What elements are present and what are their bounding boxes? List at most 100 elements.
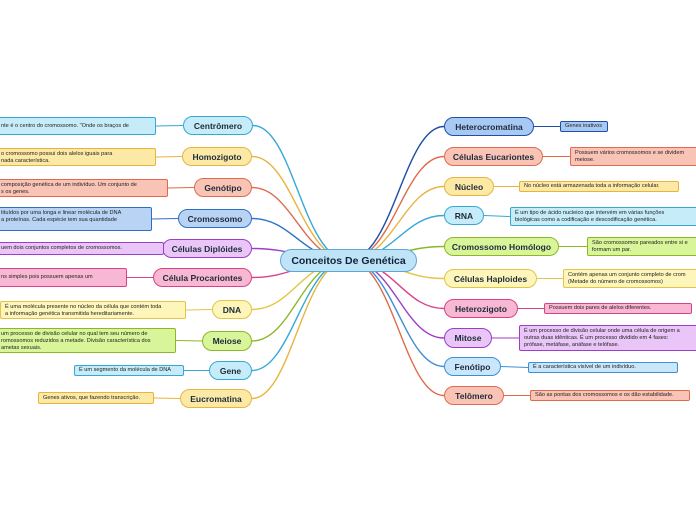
- connector-centromero: [252, 124, 349, 261]
- note-text-line: biológicas como a codificação e descodif…: [515, 217, 657, 223]
- topic-celulas-haploides[interactable]: Células Haploides: [444, 269, 537, 288]
- note-text-line: Genes inativos: [565, 123, 603, 129]
- topic-label: Célula Procariontes: [162, 272, 243, 283]
- topic-label: Células Haploides: [453, 273, 528, 284]
- topic-label: Gene: [219, 365, 242, 376]
- topic-genotipo[interactable]: Genótipo: [194, 178, 252, 197]
- note-connector-genotipo: [167, 187, 195, 189]
- topic-homozigoto[interactable]: Homozigoto: [182, 147, 252, 166]
- note-heterozigoto[interactable]: Possuem dois pares de alelos diferentes.: [544, 303, 692, 314]
- topic-eucromatina[interactable]: Eucromatina: [180, 389, 252, 408]
- topic-label: Fenótipo: [454, 361, 491, 372]
- note-connector-fenotipo: [500, 366, 529, 368]
- topic-fenotipo[interactable]: Fenótipo: [444, 357, 501, 376]
- note-text-line: Possuem dois pares de alelos diferentes.: [549, 305, 652, 311]
- topic-mitose[interactable]: Mitose: [444, 328, 492, 348]
- note-connector-cromossomo: [151, 218, 179, 220]
- connector-celulas-eucariontes: [347, 155, 445, 261]
- note-text-line: formam um par.: [592, 247, 632, 253]
- topic-heterocromatina[interactable]: Heterocromatina: [444, 117, 534, 136]
- note-text-line: um processo de divisão celular no qual t…: [1, 331, 148, 337]
- note-dna[interactable]: É uma molécula presente no núcleo da cél…: [0, 301, 186, 319]
- topic-label: Heterozigoto: [455, 303, 507, 314]
- note-telomero[interactable]: São as pontas dos cromossomos e os dão e…: [530, 390, 690, 401]
- note-text-line: É uma molécula presente no núcleo da cél…: [5, 304, 162, 310]
- connector-eucromatina: [251, 259, 349, 400]
- topic-heterozigoto[interactable]: Heterozigoto: [444, 299, 518, 318]
- connector-telomero: [347, 259, 445, 397]
- note-connector-eucromatina: [153, 397, 181, 399]
- note-text-line: o cromossomo possui dois alelos iguais p…: [1, 151, 113, 157]
- note-mitose[interactable]: É um processo de divisão celular onde um…: [519, 325, 696, 351]
- central-topic[interactable]: Conceitos De Genética: [280, 249, 417, 272]
- note-connector-homozigoto: [155, 156, 183, 158]
- topic-label: Cromossomo: [187, 213, 243, 224]
- topic-dna[interactable]: DNA: [212, 300, 252, 319]
- note-fenotipo[interactable]: É a característica visível de um indivíd…: [528, 362, 678, 373]
- note-cromossomo[interactable]: tituídos por uma longa e linear molécula…: [0, 207, 152, 231]
- note-text-line: É um segmento da molécula de DNA: [79, 367, 172, 373]
- note-genotipo[interactable]: composição genética de um indivíduo. Um …: [0, 179, 168, 197]
- topic-label: RNA: [454, 210, 474, 221]
- note-text-line: romossomos reduzidos a metade. Divisão c…: [1, 338, 151, 344]
- topic-label: Eucromatina: [190, 393, 242, 404]
- topic-label: Meiose: [212, 336, 242, 346]
- topic-centromero[interactable]: Centrômero: [183, 116, 253, 135]
- note-text-line: ametas sexuais.: [1, 345, 42, 351]
- note-heterocromatina[interactable]: Genes inativos: [560, 121, 608, 132]
- topic-label: Cromossomo Homólogo: [451, 241, 552, 252]
- note-text-line: No núcleo está armazenada toda a informa…: [524, 183, 660, 189]
- note-text-line: (Metade do número de cromossomos): [568, 279, 663, 285]
- note-connector-dna: [185, 309, 213, 311]
- note-text-line: É a característica visível de um indivíd…: [533, 364, 636, 370]
- note-nucleo[interactable]: No núcleo está armazenada toda a informa…: [519, 181, 679, 192]
- note-text-line: Contém apenas um conjunto completo de cr…: [568, 272, 686, 278]
- note-text-line: nada característica.: [1, 158, 50, 164]
- connector-homozigoto: [251, 155, 349, 261]
- note-homozigoto[interactable]: o cromossomo possui dois alelos iguais p…: [0, 148, 156, 166]
- note-eucromatina[interactable]: Genes ativos, que fazendo transcrição.: [38, 392, 154, 404]
- topic-label: Mitose: [454, 333, 482, 343]
- note-text-line: a informação genética transmitida heredi…: [5, 311, 135, 317]
- note-text-line: meiose.: [575, 157, 595, 163]
- note-rna[interactable]: É um tipo de ácido nucleico que intervém…: [510, 207, 696, 226]
- topic-celula-procariontes[interactable]: Célula Procariontes: [153, 268, 252, 287]
- note-celulas-haploides[interactable]: Contém apenas um conjunto completo de cr…: [563, 269, 696, 288]
- topic-label: Telômero: [455, 390, 493, 401]
- topic-telomero[interactable]: Telômero: [444, 386, 504, 405]
- note-text-line: outras duas idênticas. É um processo div…: [524, 335, 669, 341]
- topic-label: DNA: [222, 304, 242, 315]
- topic-cromossomo[interactable]: Cromossomo: [178, 209, 252, 228]
- note-meiose[interactable]: um processo de divisão celular no qual t…: [0, 328, 176, 353]
- topic-celulas-diploides[interactable]: Células Diplóides: [162, 239, 252, 258]
- note-celulas-diploides[interactable]: uem dois conjuntos completos de cromosso…: [0, 242, 164, 255]
- topic-label: Centrômero: [193, 120, 243, 131]
- note-connector-centromero: [155, 125, 184, 127]
- topic-rna[interactable]: RNA: [444, 206, 484, 225]
- topic-label: Heterocromatina: [455, 121, 523, 132]
- note-text-line: nte é o centro do cromossomo. "Onde os b…: [1, 122, 129, 129]
- note-text-line: ns simples pois possuem apenas um: [1, 274, 93, 280]
- note-text-line: São cromossomos pareados entre si e: [592, 240, 688, 246]
- note-text-line: Genes ativos, que fazendo transcrição.: [43, 394, 141, 401]
- topic-gene[interactable]: Gene: [209, 361, 252, 380]
- note-text-line: uem dois conjuntos completos de cromosso…: [1, 245, 122, 251]
- topic-cromossomo-homologo[interactable]: Cromossomo Homólogo: [444, 237, 559, 256]
- topic-meiose[interactable]: Meiose: [202, 331, 252, 351]
- note-gene[interactable]: É um segmento da molécula de DNA: [74, 365, 184, 376]
- note-text-line: tituídos por uma longa e linear molécula…: [1, 210, 122, 216]
- note-celula-procariontes[interactable]: ns simples pois possuem apenas um: [0, 268, 127, 287]
- note-connector-meiose: [175, 340, 203, 342]
- note-text-line: São as pontas dos cromossomos e os dão e…: [535, 392, 674, 398]
- topic-celulas-eucariontes[interactable]: Células Eucariontes: [444, 147, 543, 166]
- topic-label: Homozigoto: [192, 151, 242, 162]
- note-centromero[interactable]: nte é o centro do cromossomo. "Onde os b…: [0, 117, 156, 135]
- topic-nucleo[interactable]: Núcleo: [444, 177, 494, 196]
- note-text-line: É um processo de divisão celular onde um…: [524, 328, 680, 334]
- topic-label: Núcleo: [454, 181, 484, 192]
- connector-meiose: [251, 259, 349, 342]
- central-topic-label: Conceitos De Genética: [291, 254, 406, 267]
- note-connector-rna: [483, 215, 511, 217]
